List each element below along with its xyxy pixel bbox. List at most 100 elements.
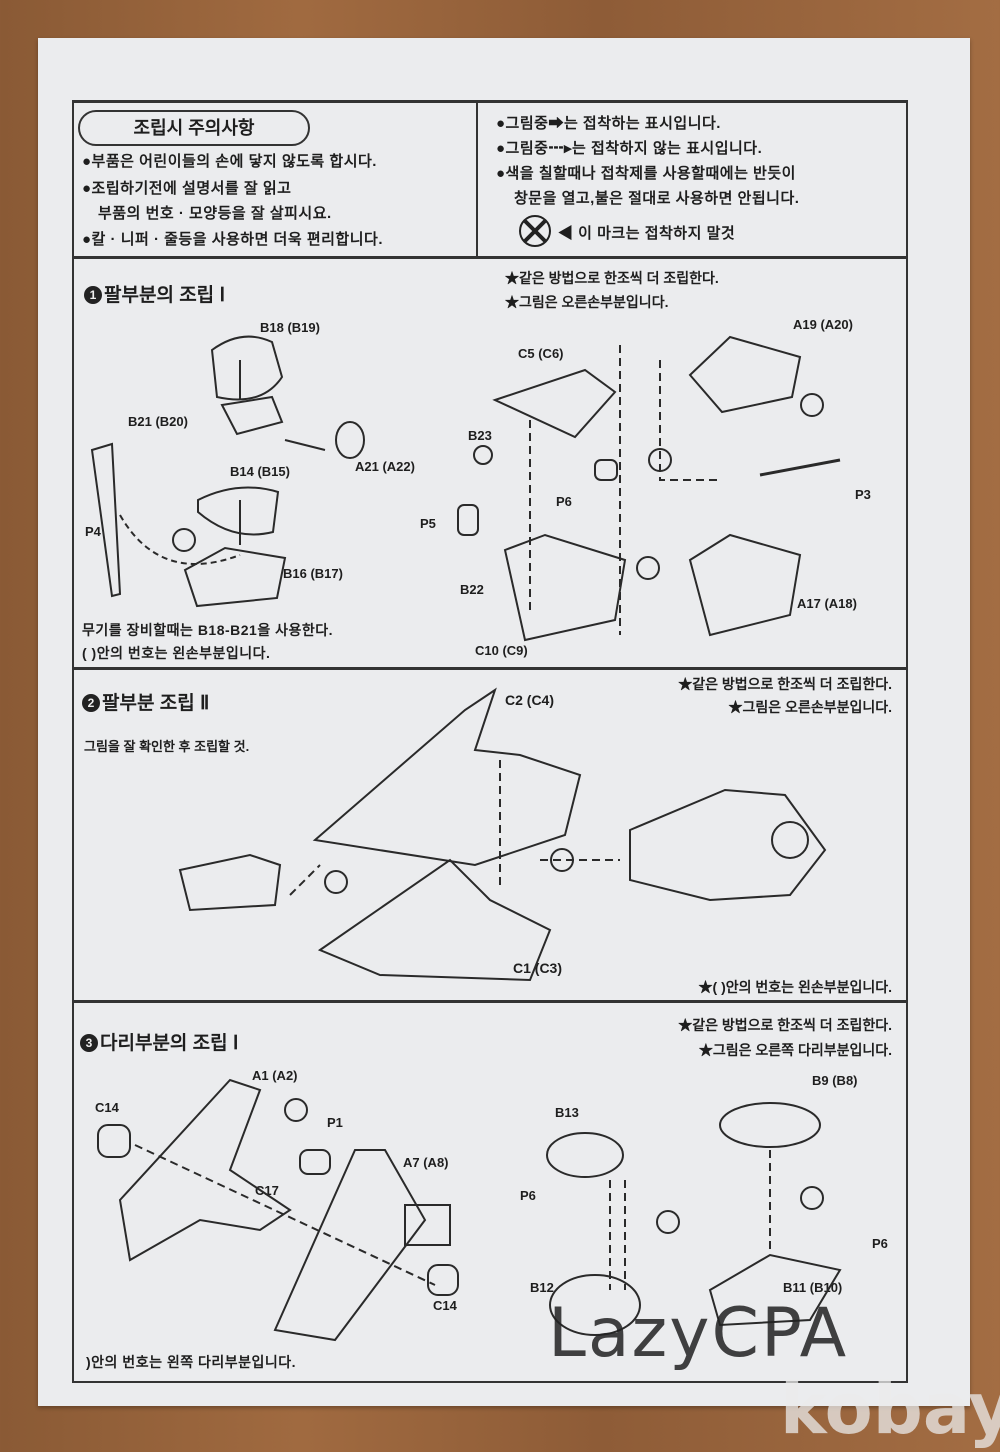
star-note: ★그림은 오른손부분입니다. (505, 294, 669, 310)
no-glue-icon (648, 448, 672, 472)
shoulder-part-a19 (688, 335, 802, 414)
part-label: C14 (95, 1100, 119, 1115)
note-line: 창문을 열고,불은 절대로 사용하면 안됩니다. (514, 190, 800, 207)
part-label: P6 (872, 1236, 888, 1251)
guide-line (529, 345, 720, 635)
no-glue-icon (550, 848, 574, 872)
part-label: A7 (A8) (403, 1155, 449, 1170)
part-label: B14 (B15) (230, 464, 290, 479)
part-label: P1 (327, 1115, 343, 1130)
no-glue-icon (800, 1186, 824, 1210)
notes-title: 조립시 주의사항 (78, 110, 310, 146)
part-label: B22 (460, 582, 484, 597)
note-line: ●칼 · 니퍼 · 줄등을 사용하면 더욱 편리합니다. (82, 231, 383, 248)
note-line: ●부품은 어린이들의 손에 닿지 않도록 합시다. (82, 153, 377, 170)
pin-p3 (759, 458, 841, 477)
instruction-sheet (38, 38, 970, 1406)
footnote: ★( )안의 번호는 왼손부분입니다. (698, 979, 892, 995)
part-label: A17 (A18) (797, 596, 857, 611)
part-label: B16 (B17) (283, 566, 343, 581)
star-note: ★같은 방법으로 한조씩 더 조립한다. (505, 270, 719, 286)
foot-part-b13 (546, 1132, 624, 1178)
part-label: C2 (C4) (505, 692, 555, 708)
step-number: 1 (84, 286, 102, 304)
star-note: ★같은 방법으로 한조씩 더 조립한다. (678, 676, 892, 692)
forearm-part-c2 (312, 687, 582, 867)
divider-section2 (72, 1000, 908, 1003)
arm-part-c5 (492, 368, 617, 439)
footnote: )안의 번호는 왼쪽 다리부분입니다. (86, 1354, 297, 1370)
foot-part-b12 (549, 1274, 641, 1336)
part-label: C5 (C6) (518, 346, 564, 361)
star-note: ★같은 방법으로 한조씩 더 조립한다. (678, 1017, 892, 1033)
section3-title-text: 다리부분의 조립 Ⅰ (100, 1033, 239, 1054)
part-label: A21 (A22) (355, 459, 415, 474)
no-glue-icon (656, 1210, 680, 1234)
wire-p4 (90, 442, 241, 598)
part-label: B12 (530, 1280, 554, 1295)
part-label: B9 (B8) (812, 1073, 858, 1088)
part-label: C10 (C9) (475, 643, 528, 658)
part-label: C14 (433, 1298, 457, 1313)
star-note: ★그림은 오른손부분입니다. (728, 699, 892, 715)
part-label: A1 (A2) (252, 1068, 298, 1083)
divider-notes (72, 256, 908, 259)
step-number: 2 (82, 694, 100, 712)
footnote: ( )안의 번호는 왼손부분입니다. (82, 645, 271, 661)
hand-part (178, 853, 282, 912)
notes-divider (476, 100, 478, 258)
part-label: B18 (B19) (260, 320, 320, 335)
assembly-arrow (239, 360, 326, 545)
guide-line (134, 1144, 436, 1286)
star-note: ★그림은 오른쪽 다리부분입니다. (698, 1042, 892, 1058)
no-glue-icon (800, 393, 824, 417)
guide-line (289, 760, 620, 896)
part-c14 (97, 1124, 131, 1158)
part-label: P3 (855, 487, 871, 502)
part-p1 (299, 1149, 331, 1175)
part-p6 (594, 459, 618, 481)
leg-part-a1 (118, 1078, 292, 1262)
no-glue-icon (324, 870, 348, 894)
hand-part-b16 (183, 546, 287, 608)
part-label: P4 (85, 524, 101, 539)
elbow-part (629, 788, 827, 902)
part-c14 (427, 1264, 459, 1296)
hand-part-b21 (220, 395, 284, 436)
foot-part-b11 (708, 1253, 842, 1327)
forearm-part-c1 (317, 858, 552, 982)
hand-part-b14 (197, 486, 280, 536)
part-label: B21 (B20) (128, 414, 188, 429)
page-frame (72, 100, 908, 1383)
arm-part-c10 (503, 533, 627, 642)
joint-a21 (335, 421, 365, 459)
shoulder-part-a17 (688, 533, 802, 637)
divider-section1 (72, 667, 908, 670)
section1-title-text: 팔부분의 조립 Ⅰ (104, 285, 226, 306)
part-b23 (473, 445, 493, 465)
part-label: C17 (255, 1183, 279, 1198)
part-label: B13 (555, 1105, 579, 1120)
note-line: ●조립하기전에 설명서를 잘 읽고 (82, 180, 292, 197)
part-p5 (457, 504, 479, 536)
note-line: 부품의 번호 · 모양등을 잘 살피시요. (98, 205, 332, 222)
part-label: P6 (556, 494, 572, 509)
part-label: A19 (A20) (793, 317, 853, 332)
no-glue-note: ◀ 이 마크는 접착하지 말것 (558, 225, 736, 242)
footnote: 무기를 장비할때는 B18-B21을 사용한다. (82, 622, 334, 638)
guide-line (609, 1150, 771, 1290)
step-number: 3 (80, 1034, 98, 1052)
note-line: ●그림중➡는 접착하는 표시입니다. (496, 115, 721, 132)
watermark-lazycpa: LazyCPA (548, 1294, 849, 1373)
foot-part-b9 (719, 1102, 821, 1148)
leg-part-a7 (273, 1149, 451, 1342)
note-line: ●그림중┅▸는 접착하지 않는 표시입니다. (496, 140, 763, 157)
section2-title-text: 팔부분 조립 Ⅱ (102, 693, 210, 714)
part-label: B23 (468, 428, 492, 443)
note-line: ●색을 칠할때나 접착제를 사용할때에는 반듯이 (496, 165, 796, 182)
no-glue-icon (284, 1098, 308, 1122)
